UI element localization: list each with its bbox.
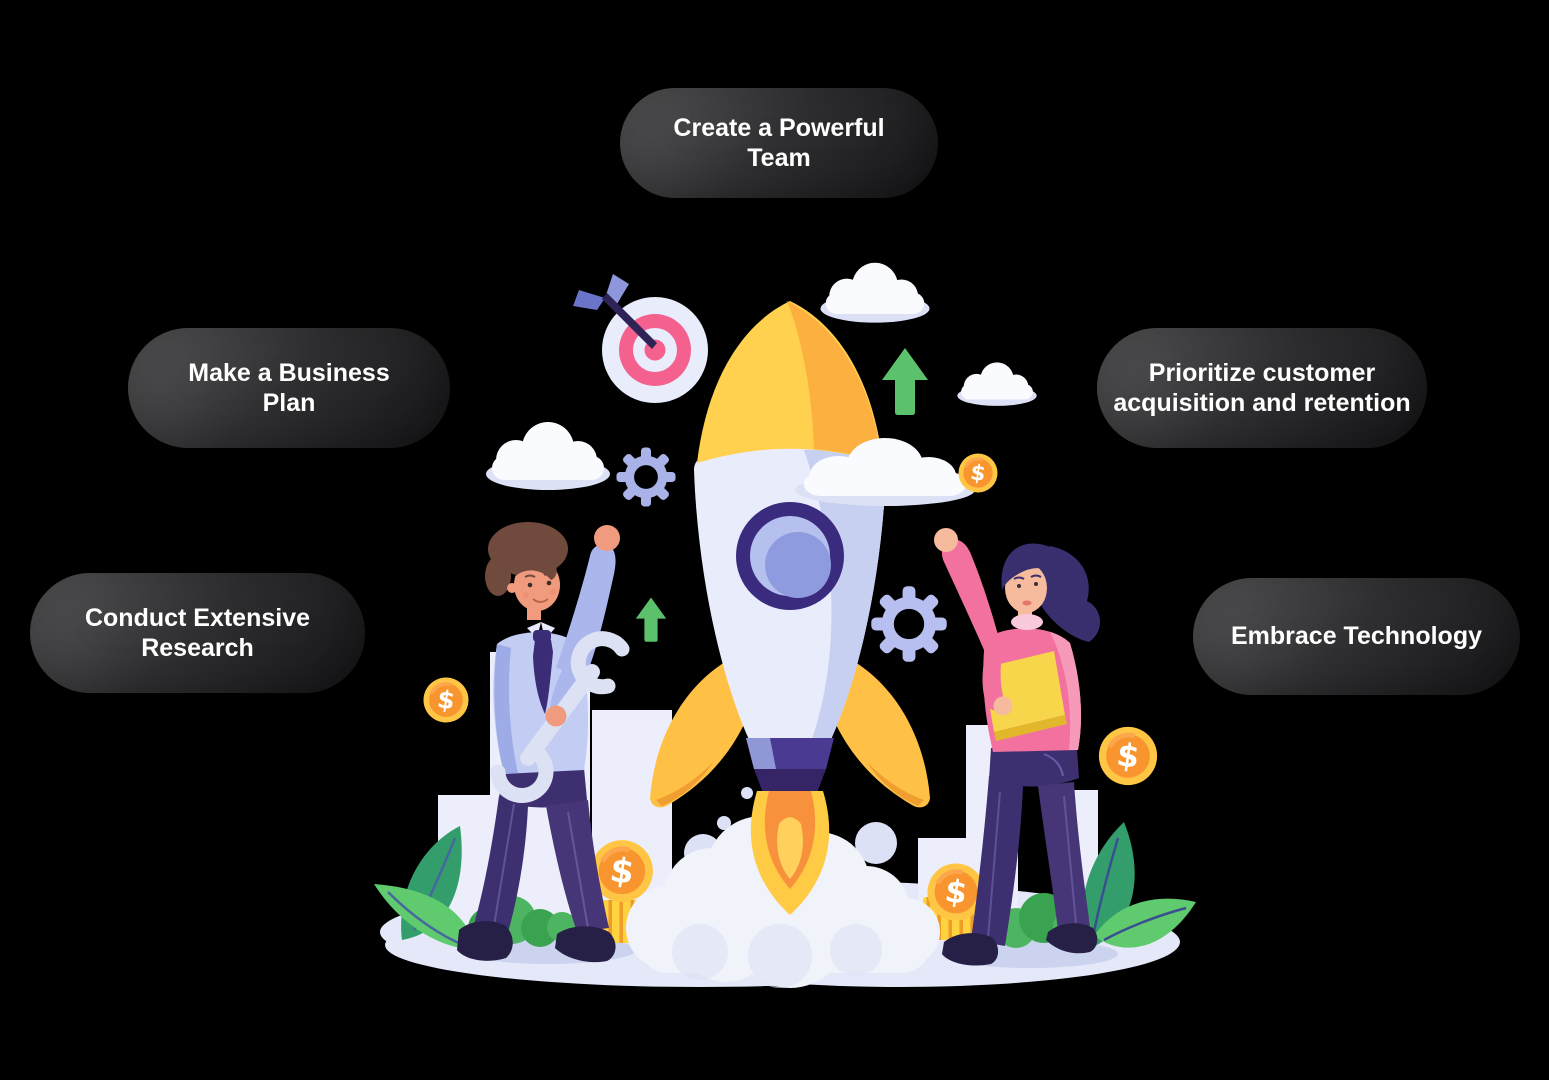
shoe: [555, 926, 616, 963]
pill-embrace-technology: Embrace Technology: [1193, 578, 1520, 695]
pill-label: Embrace Technology: [1231, 622, 1482, 651]
shoe: [457, 921, 513, 961]
raised-fist: [594, 525, 620, 551]
cloud-icon: [486, 422, 610, 490]
rocket-flame: [750, 791, 830, 915]
cloud-icon: [820, 262, 930, 323]
shoe: [1046, 923, 1098, 954]
pill-label: Conduct Extensive Research: [84, 603, 311, 663]
gear-icon: [616, 447, 675, 506]
gear-icon: [871, 586, 946, 661]
pill-create-powerful-team: Create a Powerful Team: [620, 88, 938, 198]
pill-label: Create a Powerful Team: [673, 113, 885, 173]
leaf-icon-right: [1081, 822, 1196, 950]
shoe: [942, 933, 999, 966]
pill-prioritize-customer-acquisition: Prioritize customer acquisition and rete…: [1097, 328, 1427, 448]
pill-label: Prioritize customer acquisition and rete…: [1113, 358, 1411, 418]
up-arrow-icon: [635, 597, 667, 642]
pill-make-business-plan: Make a Business Plan: [128, 328, 450, 448]
businessman-figure: [457, 522, 630, 963]
smoke-cloud: [626, 787, 940, 988]
pill-conduct-extensive-research: Conduct Extensive Research: [30, 573, 365, 693]
holding-hand: [993, 696, 1013, 716]
rocket-icon: [650, 301, 930, 808]
target-dart-icon: [573, 274, 708, 403]
businesswoman-figure: [934, 528, 1101, 966]
collar: [1011, 614, 1043, 630]
raised-fist: [934, 528, 958, 552]
coin-icon: [421, 675, 471, 725]
coin-icon: [1099, 727, 1157, 785]
pill-label: Make a Business Plan: [188, 358, 390, 418]
gripping-hand: [545, 705, 567, 727]
up-arrow-icon: [882, 348, 928, 415]
cloud-icon: [957, 362, 1037, 406]
tie: [533, 640, 553, 714]
coin-icon: [956, 451, 1000, 495]
